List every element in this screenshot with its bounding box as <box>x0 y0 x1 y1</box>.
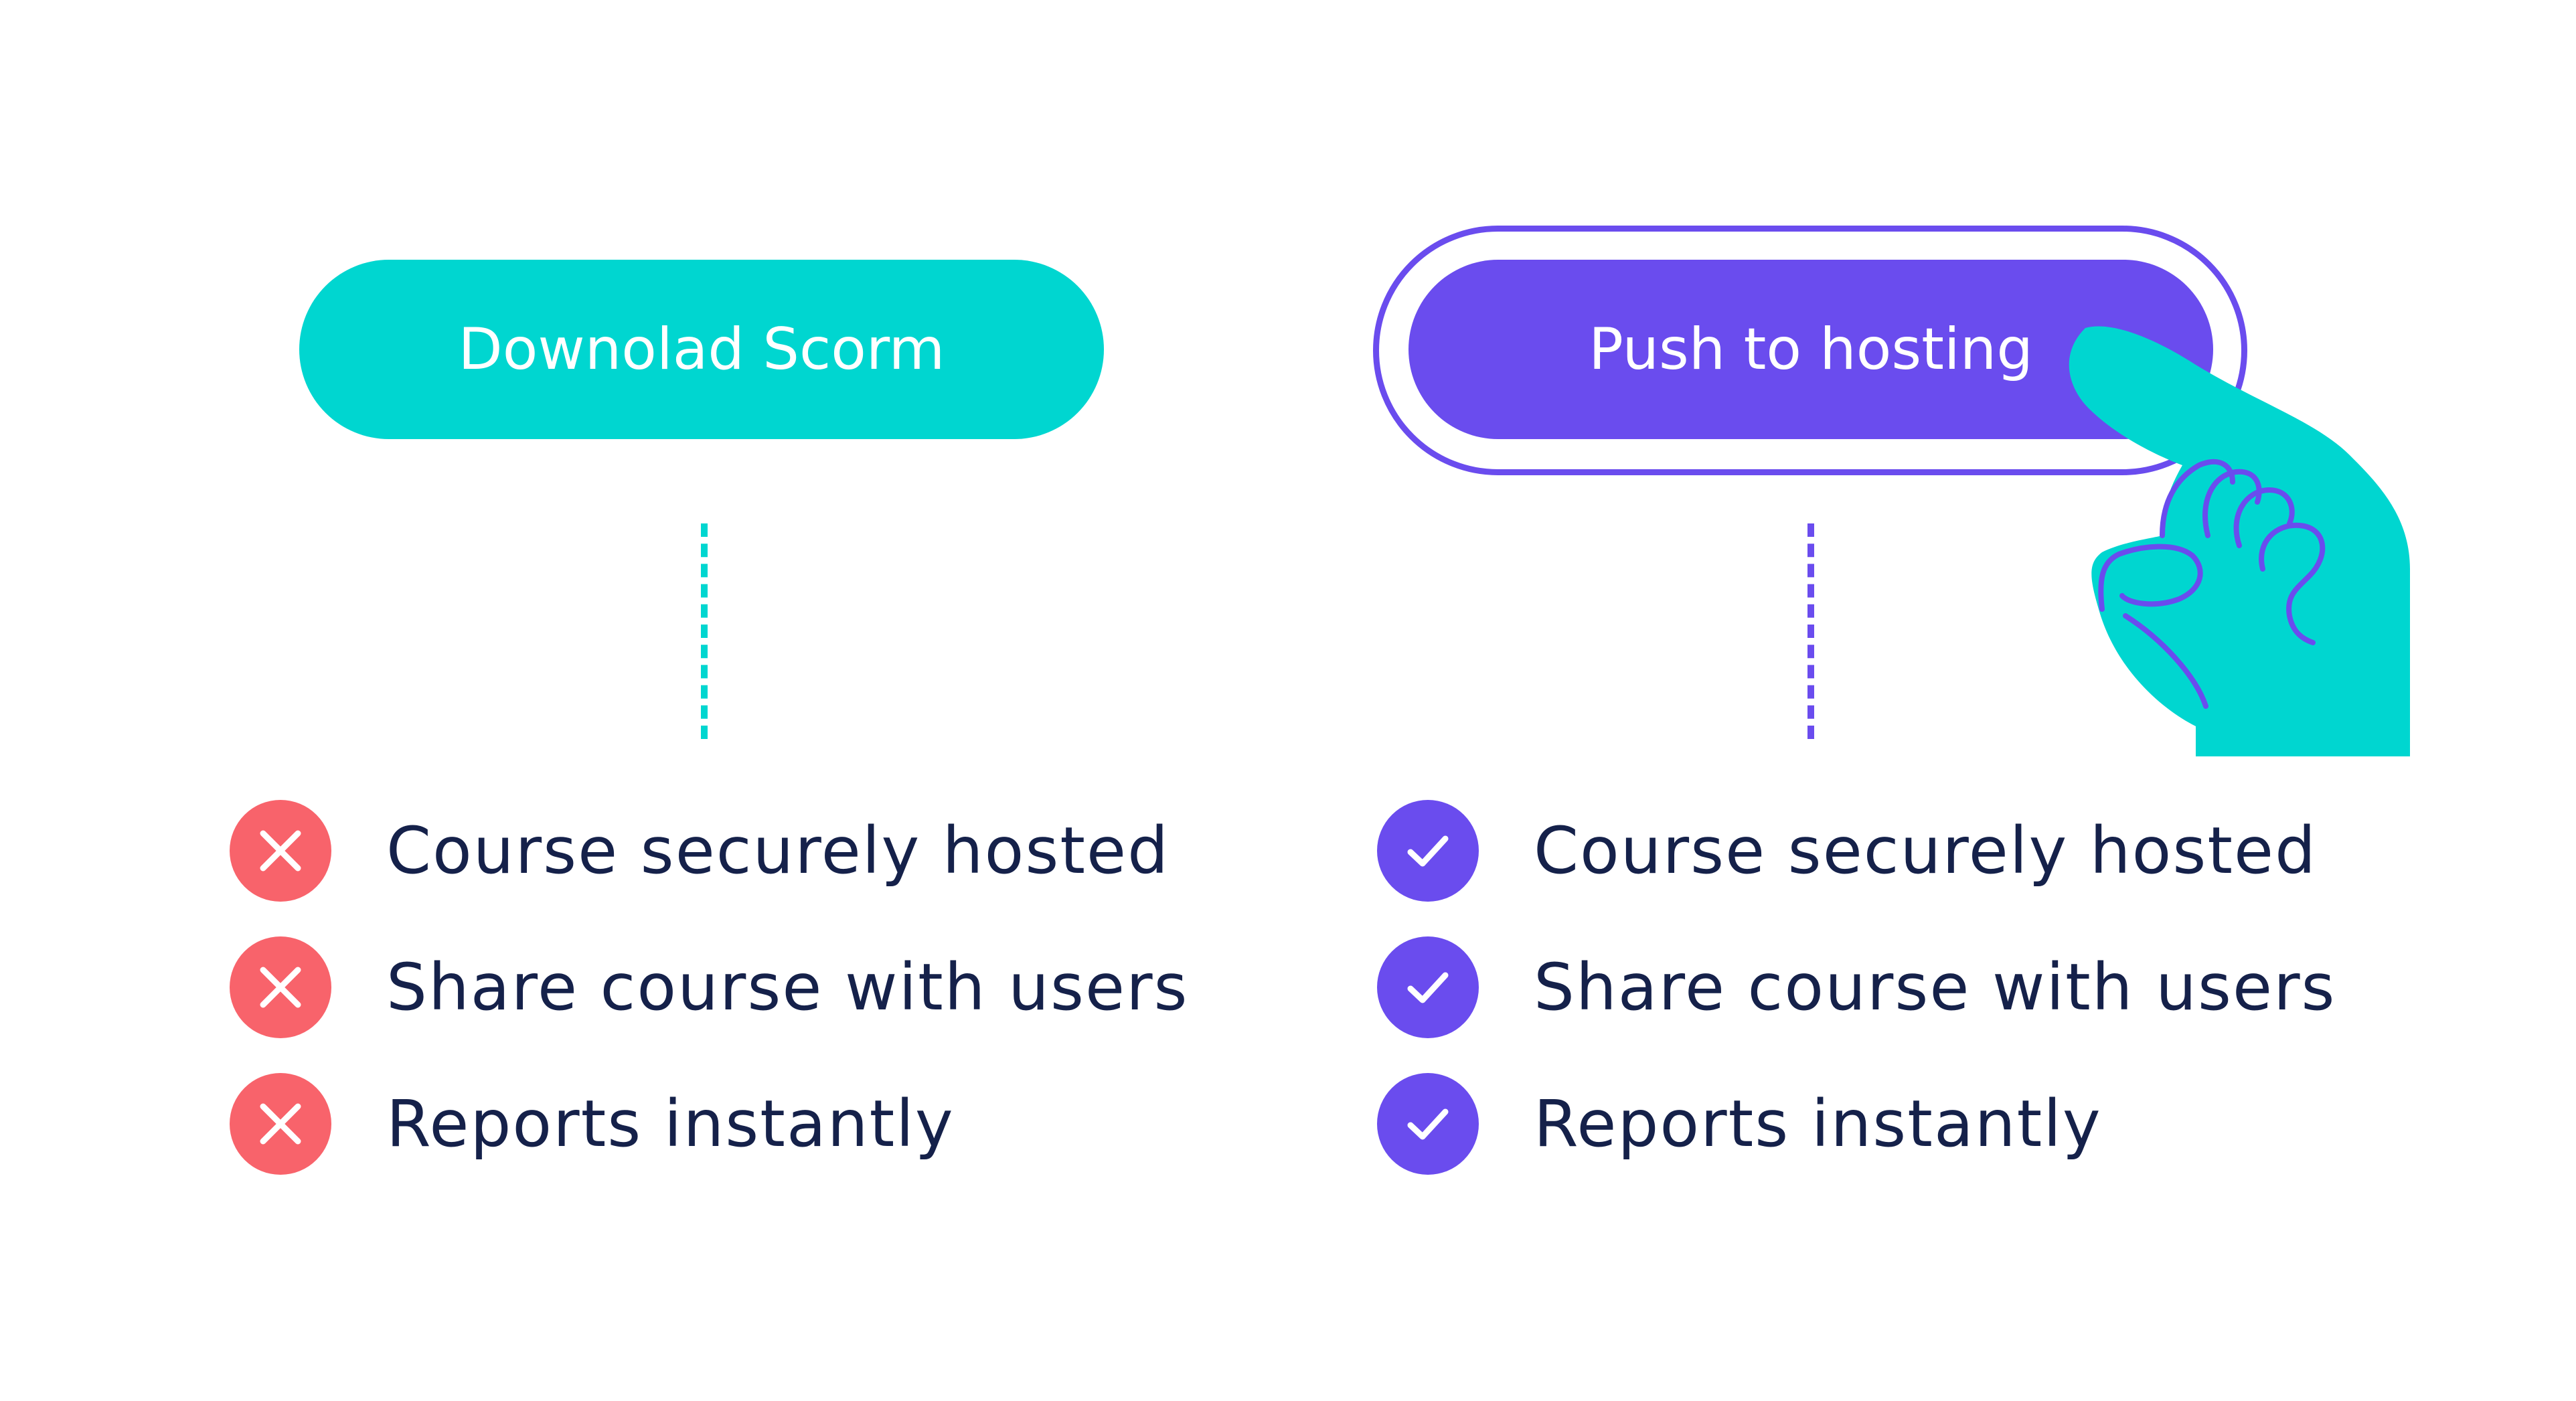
feature-label: Reports instantly <box>386 1086 955 1161</box>
download-scorm-feature-list: Course securely hosted Share course with… <box>230 800 1189 1210</box>
download-scorm-button[interactable]: Downolad Scorm <box>299 260 1104 439</box>
x-circle-icon <box>230 1073 331 1175</box>
feature-label: Share course with users <box>1534 950 2336 1025</box>
x-circle-icon <box>230 936 331 1038</box>
list-item: Reports instantly <box>230 1073 1189 1175</box>
list-item: Course securely hosted <box>230 800 1189 902</box>
push-to-hosting-feature-list: Course securely hosted Share course with… <box>1377 800 2336 1210</box>
check-circle-icon <box>1377 936 1479 1038</box>
feature-label: Course securely hosted <box>386 813 1170 888</box>
feature-label: Share course with users <box>386 950 1189 1025</box>
push-to-hosting-selection-ring <box>1373 226 2247 475</box>
list-item: Share course with users <box>230 936 1189 1038</box>
list-item: Course securely hosted <box>1377 800 2336 902</box>
right-dashed-connector <box>1807 523 1814 739</box>
left-dashed-connector <box>701 523 708 739</box>
feature-label: Course securely hosted <box>1534 813 2318 888</box>
x-circle-icon <box>230 800 331 902</box>
check-circle-icon <box>1377 1073 1479 1175</box>
check-circle-icon <box>1377 800 1479 902</box>
list-item: Reports instantly <box>1377 1073 2336 1175</box>
pointing-hand-icon <box>2069 326 2410 756</box>
list-item: Share course with users <box>1377 936 2336 1038</box>
feature-label: Reports instantly <box>1534 1086 2102 1161</box>
